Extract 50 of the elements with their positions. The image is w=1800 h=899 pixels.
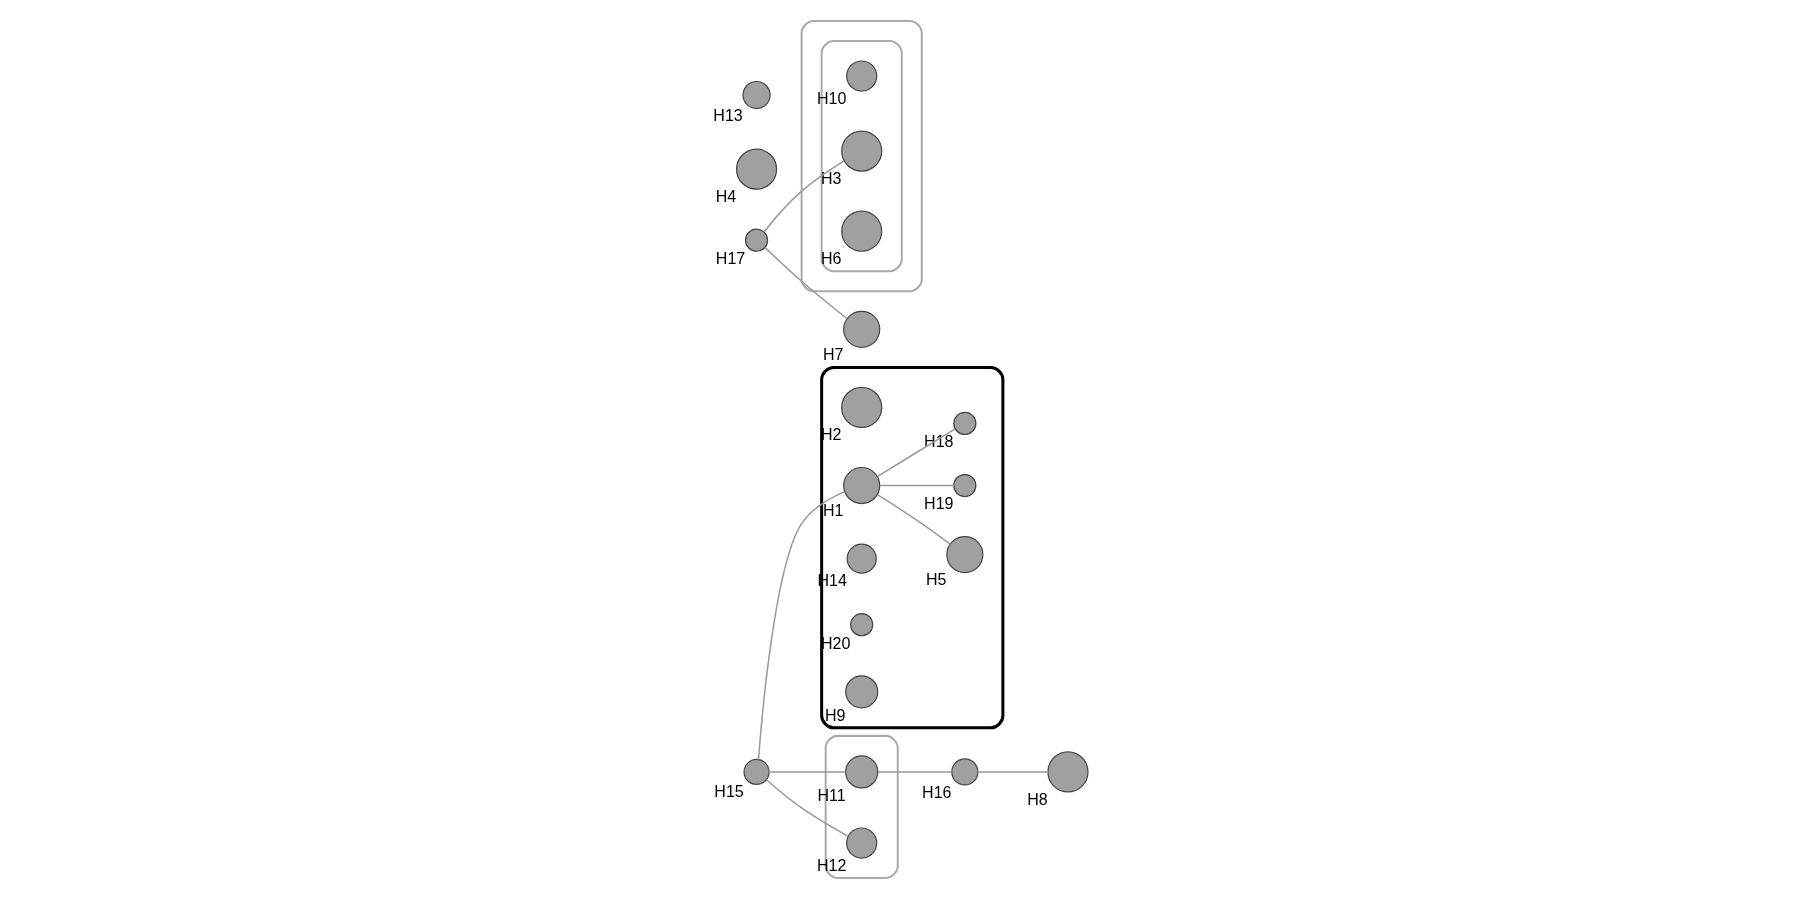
node-label: H9 bbox=[824, 705, 845, 724]
node-label: H15 bbox=[713, 782, 744, 801]
connector bbox=[763, 246, 848, 320]
node-label: H17 bbox=[715, 249, 745, 268]
node-label: H18 bbox=[923, 432, 953, 451]
connector bbox=[876, 771, 952, 773]
node-label: H10 bbox=[816, 88, 846, 107]
node-label: H7 bbox=[822, 345, 843, 364]
connector bbox=[876, 493, 951, 545]
node-circle bbox=[845, 60, 877, 92]
node-label: H16 bbox=[921, 782, 951, 801]
node-circle bbox=[1046, 751, 1089, 793]
connector bbox=[765, 779, 849, 838]
connector bbox=[762, 160, 845, 233]
connector bbox=[757, 490, 845, 761]
node-circle bbox=[741, 80, 771, 110]
node-circle bbox=[950, 758, 978, 786]
node-circle bbox=[744, 228, 768, 252]
cluster bbox=[820, 39, 903, 273]
node-circle bbox=[840, 386, 882, 429]
node-label: H12 bbox=[816, 855, 846, 874]
node-label: H4 bbox=[715, 186, 736, 205]
node-circle bbox=[952, 473, 976, 498]
node-circle bbox=[849, 613, 873, 637]
node-circle bbox=[844, 755, 878, 789]
node-circle bbox=[952, 411, 976, 436]
cluster bbox=[800, 19, 923, 293]
node-circle bbox=[742, 758, 770, 786]
node-label: H13 bbox=[712, 106, 743, 125]
node-label: H3 bbox=[820, 168, 841, 187]
node-circle bbox=[844, 675, 878, 709]
node-label: H11 bbox=[817, 785, 846, 804]
node-label: H8 bbox=[1026, 789, 1048, 808]
node-circle bbox=[735, 148, 777, 190]
node-label: H5 bbox=[925, 570, 947, 589]
node-circle bbox=[842, 310, 880, 348]
node-label: H1 bbox=[822, 501, 843, 520]
node-circle bbox=[840, 130, 882, 172]
node-circle bbox=[842, 466, 880, 505]
connector bbox=[768, 771, 846, 773]
node-label: H6 bbox=[820, 249, 841, 268]
connector bbox=[977, 771, 1049, 773]
node-label: H19 bbox=[923, 494, 953, 513]
connector bbox=[876, 428, 956, 478]
cluster bbox=[819, 365, 1004, 730]
node-circle bbox=[845, 827, 877, 859]
node-circle bbox=[945, 536, 983, 574]
connector bbox=[878, 484, 954, 487]
node-circle bbox=[840, 210, 882, 252]
node-circle bbox=[846, 543, 877, 574]
